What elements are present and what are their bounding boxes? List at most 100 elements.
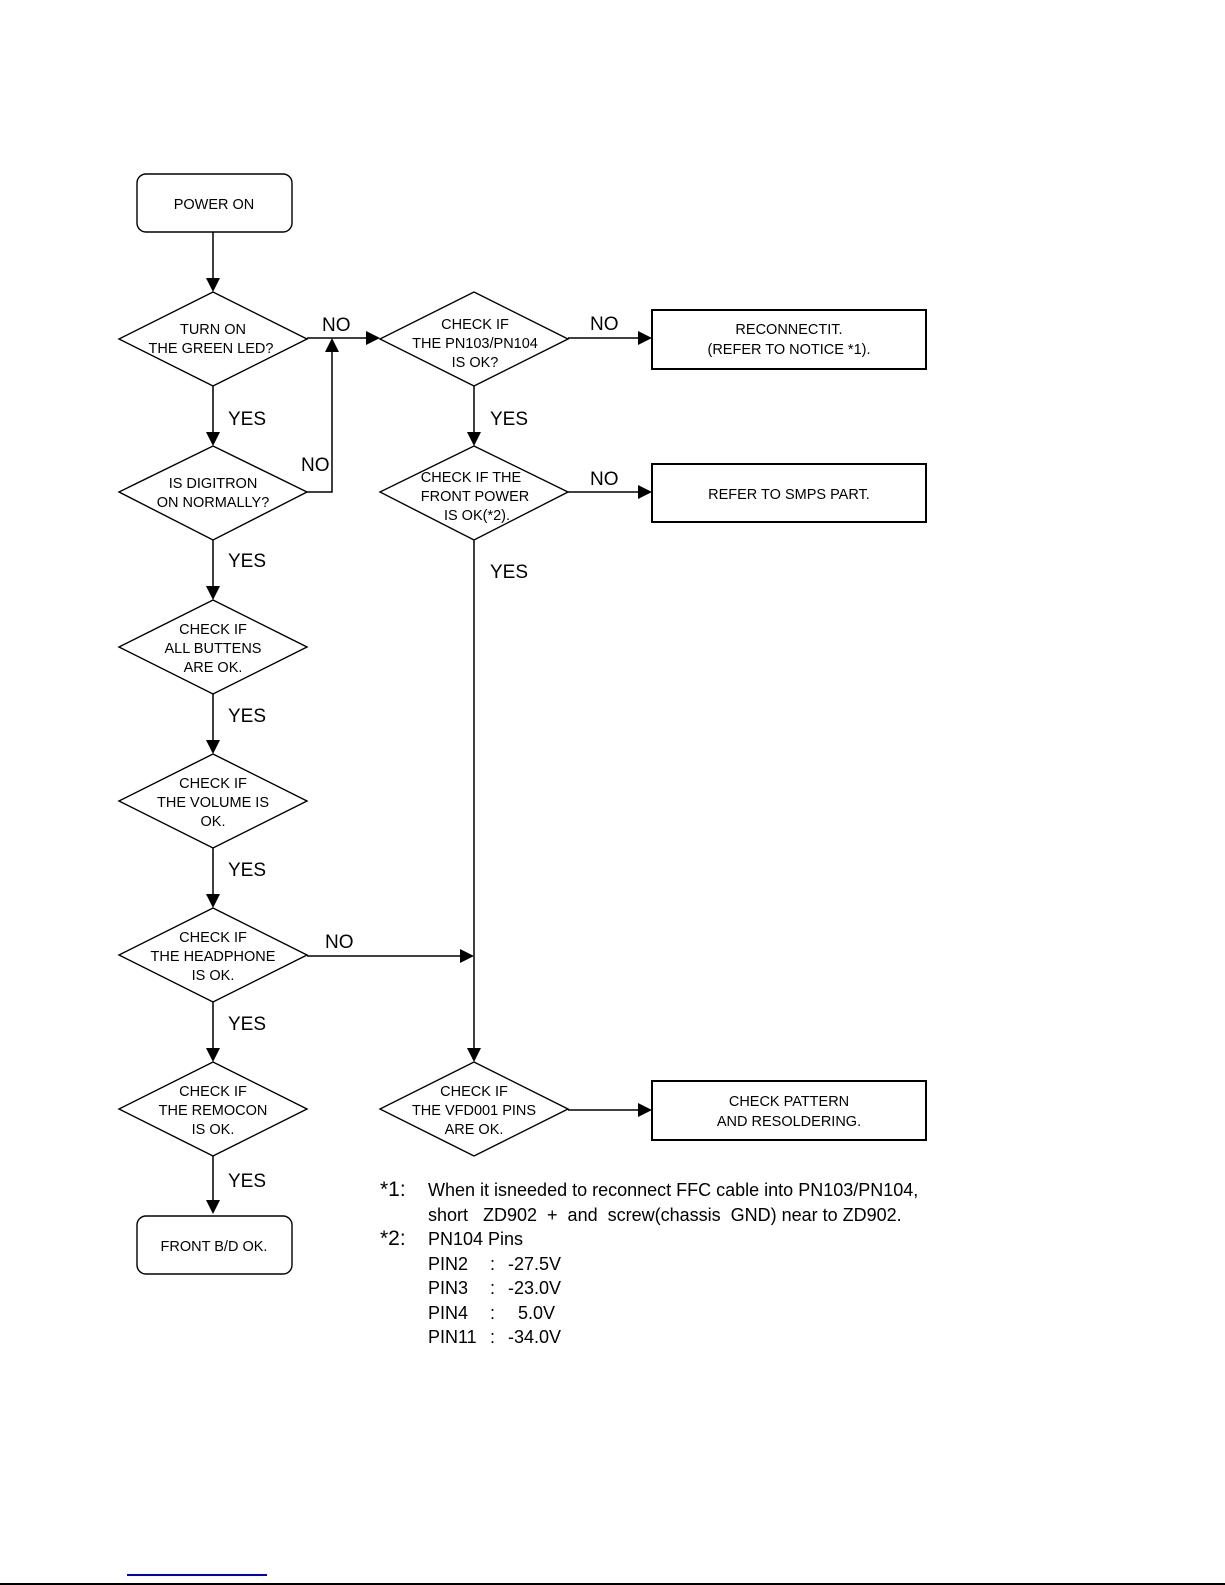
label-no: NO xyxy=(325,932,354,953)
process-shape xyxy=(651,463,927,523)
node-text: IS DIGITRON xyxy=(169,476,258,492)
decision-shape xyxy=(378,1061,570,1157)
node-text: FRONT B/D OK. xyxy=(161,1239,268,1255)
label-yes: YES xyxy=(228,1171,266,1192)
decision-shape xyxy=(378,445,570,541)
node-text: TURN ON xyxy=(180,322,246,338)
pin-row: PIN2 : -27.5V xyxy=(380,1252,918,1277)
node-front-power: CHECK IF THE FRONT POWER IS OK(*2). xyxy=(378,445,570,541)
node-text: OK. xyxy=(201,814,226,830)
arrow-head xyxy=(638,1103,652,1117)
decision-shape xyxy=(378,291,570,387)
process-shape xyxy=(651,1080,927,1141)
decision-shape xyxy=(117,1061,309,1157)
node-text: REFER TO SMPS PART. xyxy=(708,487,870,503)
label-yes: YES xyxy=(228,1014,266,1035)
node-front-bd: FRONT B/D OK. xyxy=(136,1215,293,1275)
arrow-head xyxy=(206,1048,220,1062)
node-text: THE GREEN LED? xyxy=(149,341,274,357)
node-smps: REFER TO SMPS PART. xyxy=(651,463,927,523)
node-headphone: CHECK IF THE HEADPHONE IS OK. xyxy=(117,907,309,1003)
node-digitron: IS DIGITRON ON NORMALLY? xyxy=(117,445,309,541)
node-text: (REFER TO NOTICE *1). xyxy=(707,342,870,358)
label-yes: YES xyxy=(228,706,266,727)
connector-digitron-loop xyxy=(307,352,333,493)
note-1-line-2: short ZD902 + and screw(chassis GND) nea… xyxy=(428,1204,902,1225)
node-text: CHECK IF THE xyxy=(421,470,522,486)
pin-value: 5.0V xyxy=(508,1302,556,1323)
node-text: IS OK? xyxy=(452,355,499,371)
label-yes: YES xyxy=(490,409,528,430)
pin-name: PIN2 xyxy=(428,1253,469,1274)
node-text: IS OK. xyxy=(192,1122,235,1138)
node-text: THE VOLUME IS xyxy=(157,795,269,811)
label-no: NO xyxy=(590,314,619,335)
arrow-head xyxy=(206,1200,220,1214)
decision-shape xyxy=(117,599,309,695)
arrow-head xyxy=(467,1048,481,1062)
node-text: ARE OK. xyxy=(184,660,243,676)
arrow-head xyxy=(638,485,652,499)
node-text: POWER ON xyxy=(174,197,255,213)
node-text: ARE OK. xyxy=(445,1122,504,1138)
node-pattern: CHECK PATTERN AND RESOLDERING. xyxy=(651,1080,927,1141)
pin-separator: : xyxy=(490,1278,496,1298)
footer-link-underline[interactable] xyxy=(127,1574,267,1576)
branch-labels: NO NO YES YES NO NO YES YES YES YES NO Y… xyxy=(228,314,619,1192)
pin-row: PIN11 : -34.0V xyxy=(380,1325,918,1350)
pin-separator: : xyxy=(490,1327,496,1347)
node-text: CHECK PATTERN xyxy=(729,1094,849,1110)
node-text: ALL BUTTENS xyxy=(165,641,262,657)
note-1: *1: When it isneeded to reconnect FFC ca… xyxy=(380,1178,918,1203)
pin-row: PIN3 : -23.0V xyxy=(380,1276,918,1301)
node-text: FRONT POWER xyxy=(421,489,529,505)
footer-rule xyxy=(0,1583,1225,1585)
pin-value: -34.0V xyxy=(508,1327,562,1347)
label-yes: YES xyxy=(228,409,266,430)
pin-name: PIN11 xyxy=(428,1327,477,1347)
node-volume: CHECK IF THE VOLUME IS OK. xyxy=(117,753,309,849)
node-text: THE REMOCON xyxy=(159,1103,268,1119)
node-power-on: POWER ON xyxy=(136,173,293,233)
node-pn103: CHECK IF THE PN103/PN104 IS OK? xyxy=(378,291,570,387)
pin-separator: : xyxy=(490,1302,496,1323)
node-text: THE HEADPHONE xyxy=(151,949,276,965)
node-text: CHECK IF xyxy=(179,1084,247,1100)
node-text: CHECK IF xyxy=(179,622,247,638)
arrow-head xyxy=(206,432,220,446)
note-1-line-1: When it isneeded to reconnect FFC cable … xyxy=(428,1180,919,1200)
arrow-head xyxy=(467,432,481,446)
arrow-head xyxy=(206,894,220,908)
decision-shape xyxy=(117,907,309,1003)
note-1-key: *1: xyxy=(380,1178,406,1201)
arrow-head xyxy=(206,740,220,754)
arrow-head xyxy=(206,278,220,292)
arrow-head xyxy=(460,949,474,963)
node-text: CHECK IF xyxy=(179,930,247,946)
pin-value: -27.5V xyxy=(508,1253,562,1274)
node-text: THE PN103/PN104 xyxy=(412,336,538,352)
note-2-title: PN104 Pins xyxy=(428,1229,524,1249)
pin-separator: : xyxy=(490,1253,496,1274)
footnotes: *1: When it isneeded to reconnect FFC ca… xyxy=(380,1178,918,1350)
node-text: CHECK IF xyxy=(440,1084,508,1100)
node-text: CHECK IF xyxy=(441,317,509,333)
arrow-head xyxy=(206,586,220,600)
decision-shape xyxy=(117,291,309,387)
node-reconnect: RECONNECTIT. (REFER TO NOTICE *1). xyxy=(651,309,927,370)
arrow-head xyxy=(638,331,652,345)
label-no: NO xyxy=(301,455,330,476)
arrow-head xyxy=(325,338,339,352)
node-text: RECONNECTIT. xyxy=(735,322,842,338)
node-green-led: TURN ON THE GREEN LED? xyxy=(117,291,309,387)
label-no: NO xyxy=(322,315,351,336)
pin-row: PIN4 : 5.0V xyxy=(380,1301,918,1326)
terminator-shape xyxy=(136,1215,293,1275)
note-2-key: *2: xyxy=(380,1227,406,1250)
decision-shape xyxy=(117,753,309,849)
process-shape xyxy=(651,309,927,370)
decision-shape xyxy=(117,445,309,541)
label-no: NO xyxy=(590,469,619,490)
label-yes: YES xyxy=(228,551,266,572)
